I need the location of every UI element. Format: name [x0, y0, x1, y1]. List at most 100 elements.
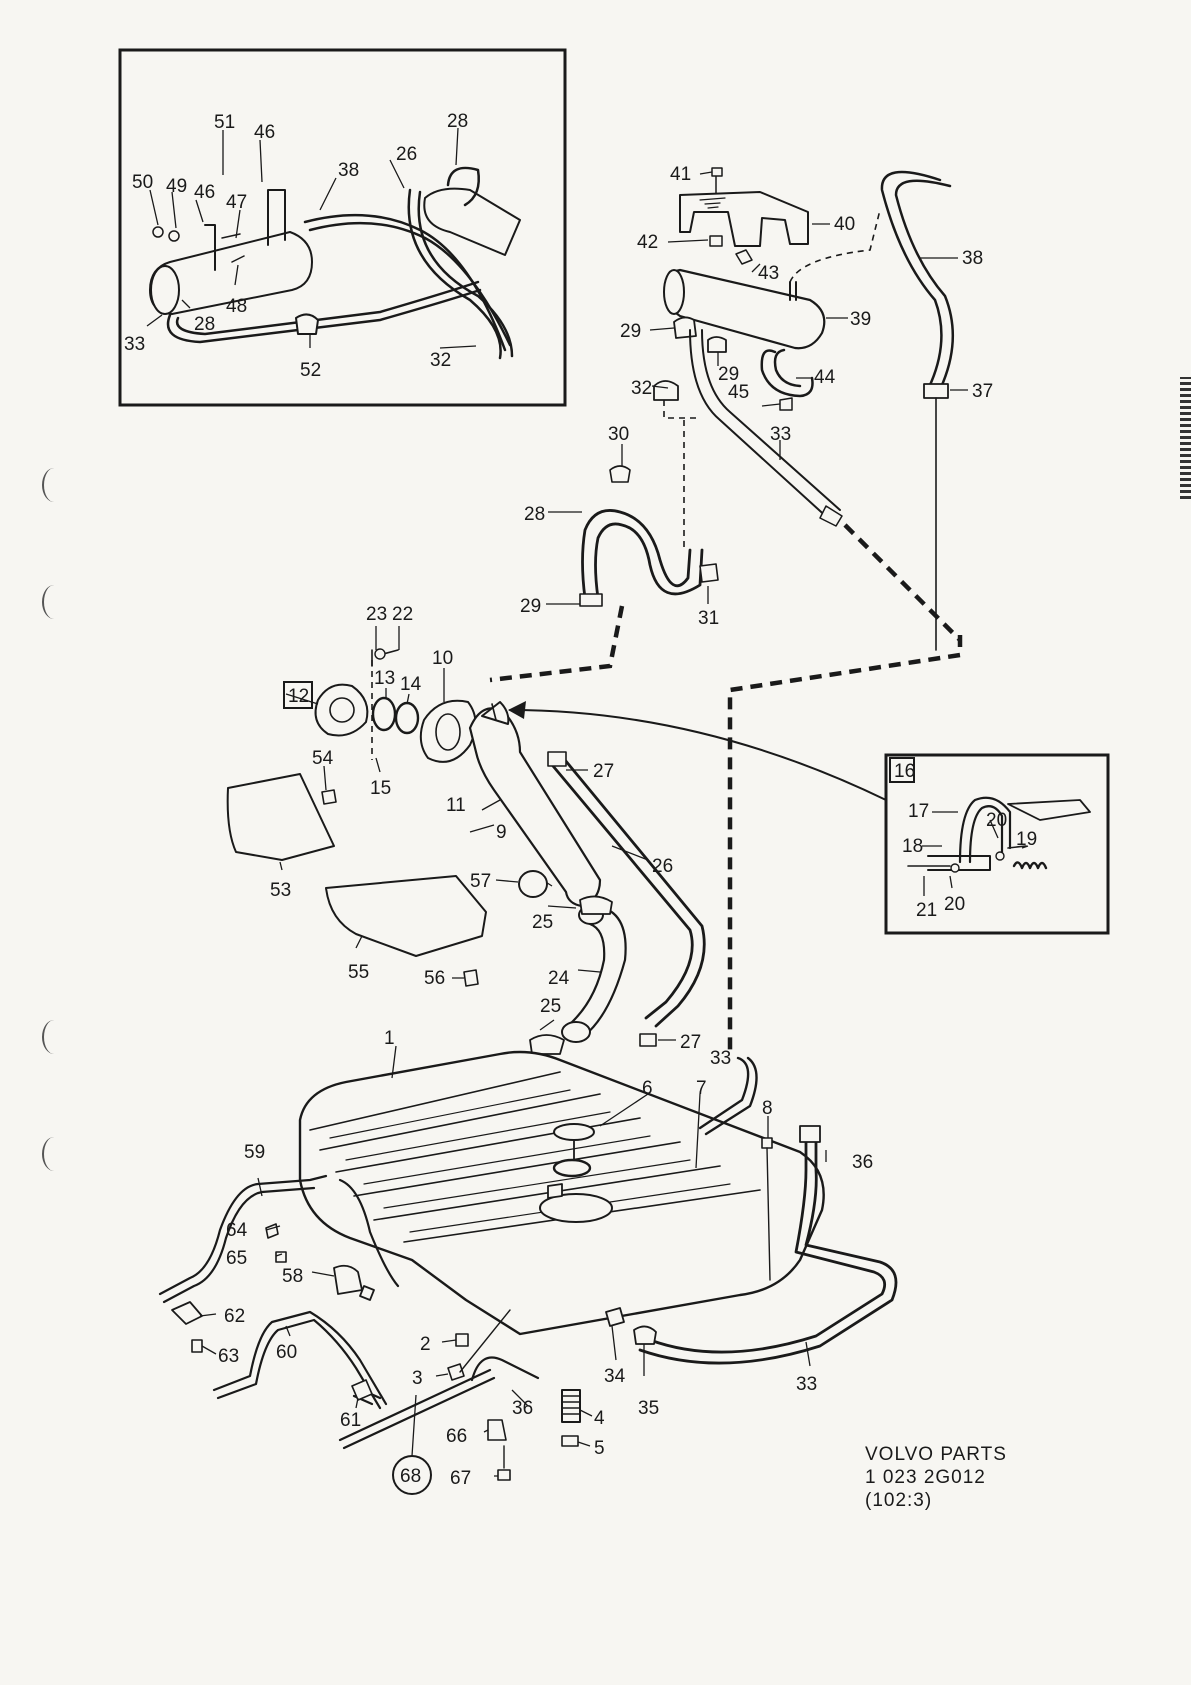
- label-39: 39: [850, 309, 871, 330]
- label-33b: 33: [710, 1048, 731, 1069]
- label-26: 26: [652, 856, 673, 877]
- inset-label-46: 46: [254, 122, 275, 143]
- label-25b: 25: [540, 996, 561, 1017]
- inset16-label-21: 21: [916, 900, 937, 921]
- label-59: 59: [244, 1142, 265, 1163]
- label-10: 10: [432, 648, 453, 669]
- label-13: 13: [374, 668, 395, 689]
- label-41: 41: [670, 164, 691, 185]
- binder-hole-mark: [42, 468, 66, 502]
- connection-dashed-lines: [489, 523, 963, 1050]
- inset16-label-17: 17: [908, 801, 929, 822]
- edge-scan-strip: [1180, 377, 1191, 499]
- label-30: 30: [608, 424, 629, 445]
- label-27a: 27: [593, 761, 614, 782]
- label-7: 7: [696, 1078, 707, 1099]
- inset-fuel-pump-detail: 51 46 28 50 49 46 47 38 26 48 33 28 52 3…: [118, 48, 567, 407]
- label-55: 55: [348, 962, 369, 983]
- label-6: 6: [642, 1078, 653, 1099]
- label-37: 37: [972, 381, 993, 402]
- label-43: 43: [758, 263, 779, 284]
- label-8: 8: [762, 1098, 773, 1119]
- label-28: 28: [524, 504, 545, 525]
- label-16: 16: [894, 761, 915, 782]
- label-38: 38: [962, 248, 983, 269]
- inset-label-52: 52: [300, 360, 321, 381]
- shields-group: 54 53 57 55 56: [226, 748, 548, 989]
- label-25a: 25: [532, 912, 553, 933]
- inset-label-46b: 46: [194, 182, 215, 203]
- label-1: 1: [384, 1028, 395, 1049]
- inset16-label-18: 18: [902, 836, 923, 857]
- inset-label-51: 51: [214, 112, 235, 133]
- label-4: 4: [594, 1408, 605, 1429]
- label-36b: 36: [512, 1398, 533, 1419]
- inset-label-26: 26: [396, 144, 417, 165]
- inset-label-28: 28: [447, 111, 468, 132]
- inset-label-47: 47: [226, 192, 247, 213]
- label-32: 32: [631, 378, 652, 399]
- label-60: 60: [276, 1342, 297, 1363]
- label-29c: 29: [520, 596, 541, 617]
- label-67: 67: [450, 1468, 471, 1489]
- label-29a: 29: [620, 321, 641, 342]
- inset16-label-20a: 20: [986, 810, 1007, 831]
- label-58: 58: [282, 1266, 303, 1287]
- binder-hole-mark: [42, 585, 66, 619]
- label-62: 62: [224, 1306, 245, 1327]
- binder-hole-mark: [42, 1020, 66, 1054]
- label-33c: 33: [796, 1374, 817, 1395]
- label-44: 44: [814, 367, 836, 388]
- label-3: 3: [412, 1368, 423, 1389]
- label-22: 22: [392, 604, 413, 625]
- reference-line-3: (102:3): [865, 1490, 933, 1511]
- hose-and-clips: 30 28 29 31: [520, 420, 719, 629]
- label-33a: 33: [770, 424, 791, 445]
- label-54: 54: [312, 748, 334, 769]
- label-2: 2: [420, 1334, 431, 1355]
- label-35: 35: [638, 1398, 659, 1419]
- fuel-pump-assembly: 41 40 42 43 38 39 29 29 44 32 45 37 33: [620, 164, 993, 651]
- label-31: 31: [698, 608, 719, 629]
- label-24: 24: [548, 968, 570, 989]
- label-36a: 36: [852, 1152, 873, 1173]
- label-57: 57: [470, 871, 491, 892]
- label-53: 53: [270, 880, 291, 901]
- inset-label-49: 49: [166, 176, 187, 197]
- label-61: 61: [340, 1410, 361, 1431]
- inset-label-32: 32: [430, 350, 451, 371]
- label-5: 5: [594, 1438, 605, 1459]
- inset-label-38: 38: [338, 160, 359, 181]
- label-56: 56: [424, 968, 445, 989]
- label-29b: 29: [718, 364, 739, 385]
- label-12: 12: [288, 686, 309, 707]
- label-40: 40: [834, 214, 855, 235]
- filler-neck-group: 23 22 12 13 14 10 15 27 11 9 26 25 24 25…: [283, 604, 706, 1055]
- inset-label-48: 48: [226, 296, 247, 317]
- inset-16-detail: 16 17 20 19 18 21 20: [508, 701, 1110, 935]
- label-65: 65: [226, 1248, 247, 1269]
- inset-label-28b: 28: [194, 314, 215, 335]
- inset16-label-19: 19: [1016, 829, 1037, 850]
- label-42: 42: [637, 232, 658, 253]
- part-reference-block: VOLVO PARTS 1 023 2G012 (102:3): [865, 1443, 1007, 1512]
- binder-hole-mark: [42, 1137, 66, 1171]
- reference-line-1: VOLVO PARTS: [865, 1444, 1007, 1465]
- label-9: 9: [496, 822, 507, 843]
- label-66: 66: [446, 1426, 467, 1447]
- label-15: 15: [370, 778, 391, 799]
- inset16-label-20b: 20: [944, 894, 965, 915]
- inset-label-50: 50: [132, 172, 153, 193]
- label-11: 11: [446, 795, 466, 816]
- label-64: 64: [226, 1220, 248, 1241]
- reference-line-2: 1 023 2G012: [865, 1467, 986, 1488]
- label-34: 34: [604, 1366, 626, 1387]
- fuel-tank: 1 33 6 7 8 36 59 64 65 58 62 63 60 2 3 3…: [158, 1028, 898, 1495]
- label-68: 68: [400, 1466, 421, 1487]
- callout-box-12: [283, 681, 313, 709]
- inset-label-33: 33: [124, 334, 145, 355]
- label-45: 45: [728, 382, 749, 403]
- label-14: 14: [400, 674, 422, 695]
- label-23: 23: [366, 604, 387, 625]
